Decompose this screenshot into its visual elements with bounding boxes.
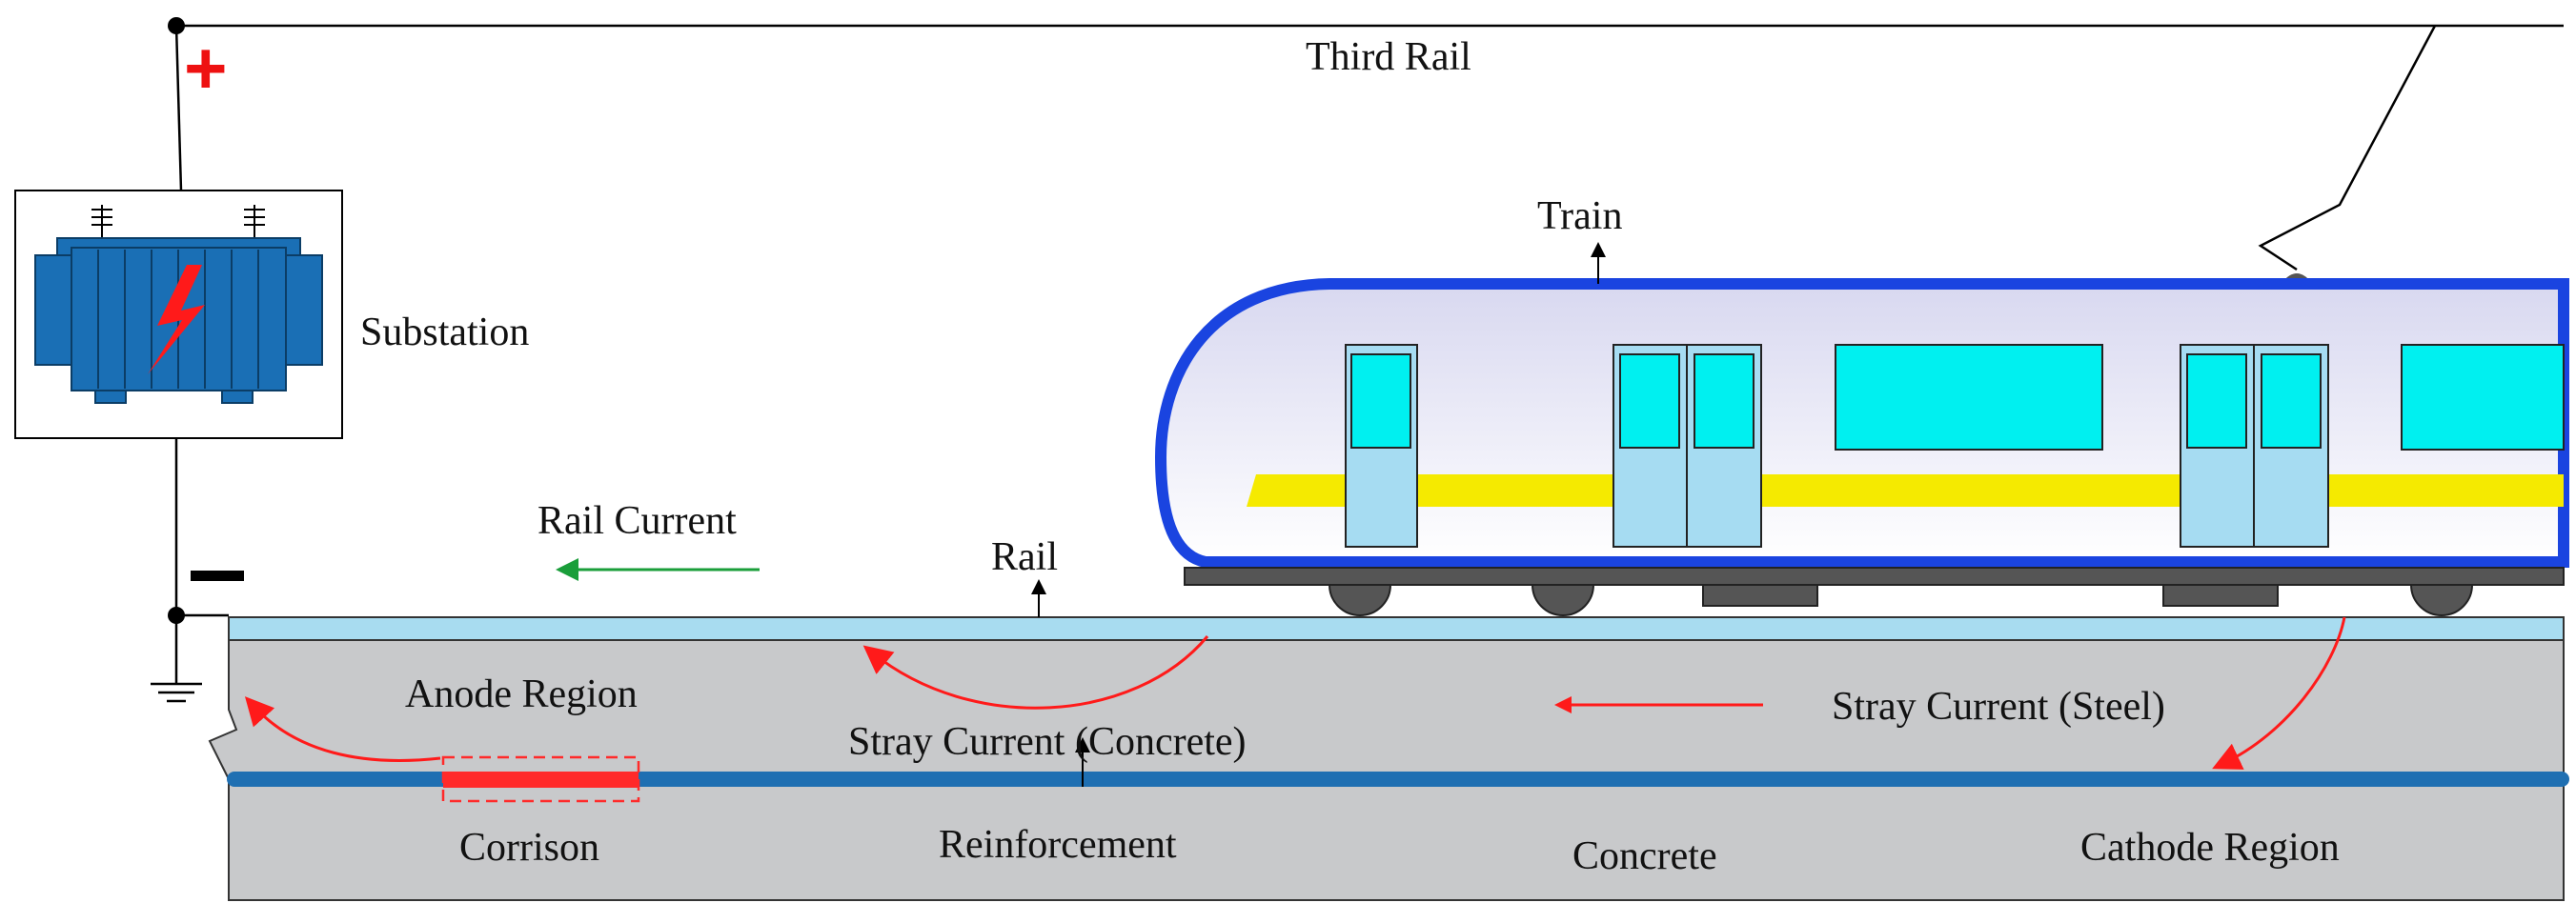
stray-current-concrete-arrow: [862, 635, 1209, 710]
negative-sign-text: −: [0, 0, 1, 1]
train-stripe: [1247, 474, 2564, 507]
train: [1154, 278, 2569, 616]
anode-region-label: Anode Region: [405, 672, 638, 716]
corrosion-label: Corrison: [459, 826, 599, 870]
transformer-icon: [34, 205, 323, 404]
train-door: [1345, 344, 1418, 548]
cathode-region-label: Cathode Region: [2080, 826, 2340, 870]
third-rail: [168, 17, 2564, 34]
anode-current-arrow: [244, 696, 441, 762]
train-door: [1613, 344, 1762, 548]
positive-feeder-wire: [174, 25, 183, 191]
pantograph: [2258, 25, 2437, 282]
rail-current-label: Rail Current: [538, 499, 737, 543]
stray-current-steel-label: Stray Current (Steel): [1832, 685, 2165, 729]
train-wheel: [2409, 584, 2474, 616]
train-window: [2401, 344, 2565, 451]
positive-sign: +: [184, 26, 228, 110]
stray-current-concrete-label: Stray Current (Concrete): [848, 720, 1247, 764]
train-bogie: [2162, 584, 2279, 607]
train-bogie: [1702, 584, 1818, 607]
negative-node: [168, 607, 229, 684]
negative-sign: [191, 571, 244, 581]
train-wheel: [1328, 584, 1392, 616]
cathode-current-arrow: [2212, 616, 2346, 770]
lightning-icon: [148, 265, 205, 374]
third-rail-label: Third Rail: [1306, 35, 1471, 79]
substation-label: Substation: [360, 311, 529, 354]
train-chassis: [1184, 567, 2565, 586]
rail: [228, 616, 2565, 641]
corrosion-zone: [441, 755, 640, 803]
substation: [14, 190, 343, 439]
train-wheel: [1531, 584, 1595, 616]
train-window: [1835, 344, 2103, 451]
ground-icon: [151, 682, 202, 703]
train-door: [2180, 344, 2329, 548]
train-label: Train: [1537, 194, 1622, 238]
concrete-label: Concrete: [1572, 834, 1717, 878]
reinforcement-label: Reinforcement: [939, 823, 1177, 867]
rail-label: Rail: [991, 535, 1058, 579]
